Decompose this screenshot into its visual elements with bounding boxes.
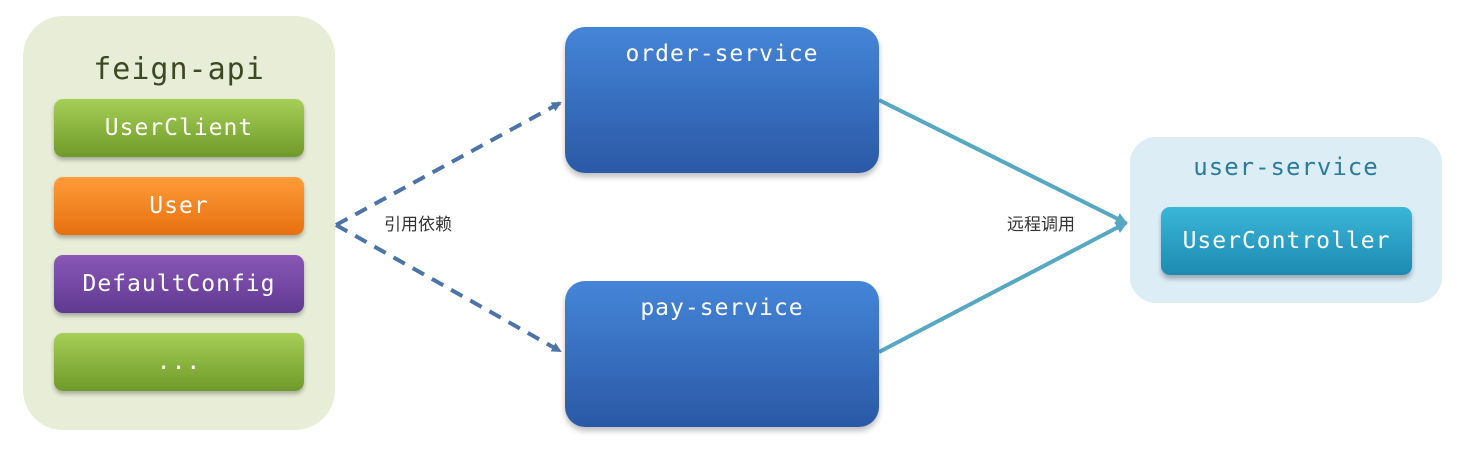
dependency-arrow-to-order-service <box>335 101 562 227</box>
pay-service-title: pay-service <box>640 295 804 321</box>
user-service-node: user-service UserController <box>1130 137 1442 303</box>
order-service-title: order-service <box>625 41 819 67</box>
order-service-node: order-service <box>565 27 879 173</box>
user-controller-component: UserController <box>1161 207 1412 275</box>
dependency-arrow-to-pay-service <box>335 223 562 353</box>
user-client-component: UserClient <box>54 99 304 157</box>
feign-api-module: feign-api UserClient User DefaultConfig … <box>23 16 335 430</box>
default-config-component: DefaultConfig <box>54 255 304 313</box>
dependency-label: 引用依赖 <box>384 215 452 235</box>
remote-call-arrow-from-pay-service <box>878 221 1128 354</box>
more-components-item: ... <box>54 333 304 391</box>
remote-call-arrow-from-order-service <box>878 98 1128 225</box>
remote-call-label: 远程调用 <box>1007 215 1075 235</box>
user-service-title: user-service <box>1193 153 1379 181</box>
user-component: User <box>54 177 304 235</box>
feign-api-title: feign-api <box>93 52 265 87</box>
pay-service-node: pay-service <box>565 281 879 427</box>
